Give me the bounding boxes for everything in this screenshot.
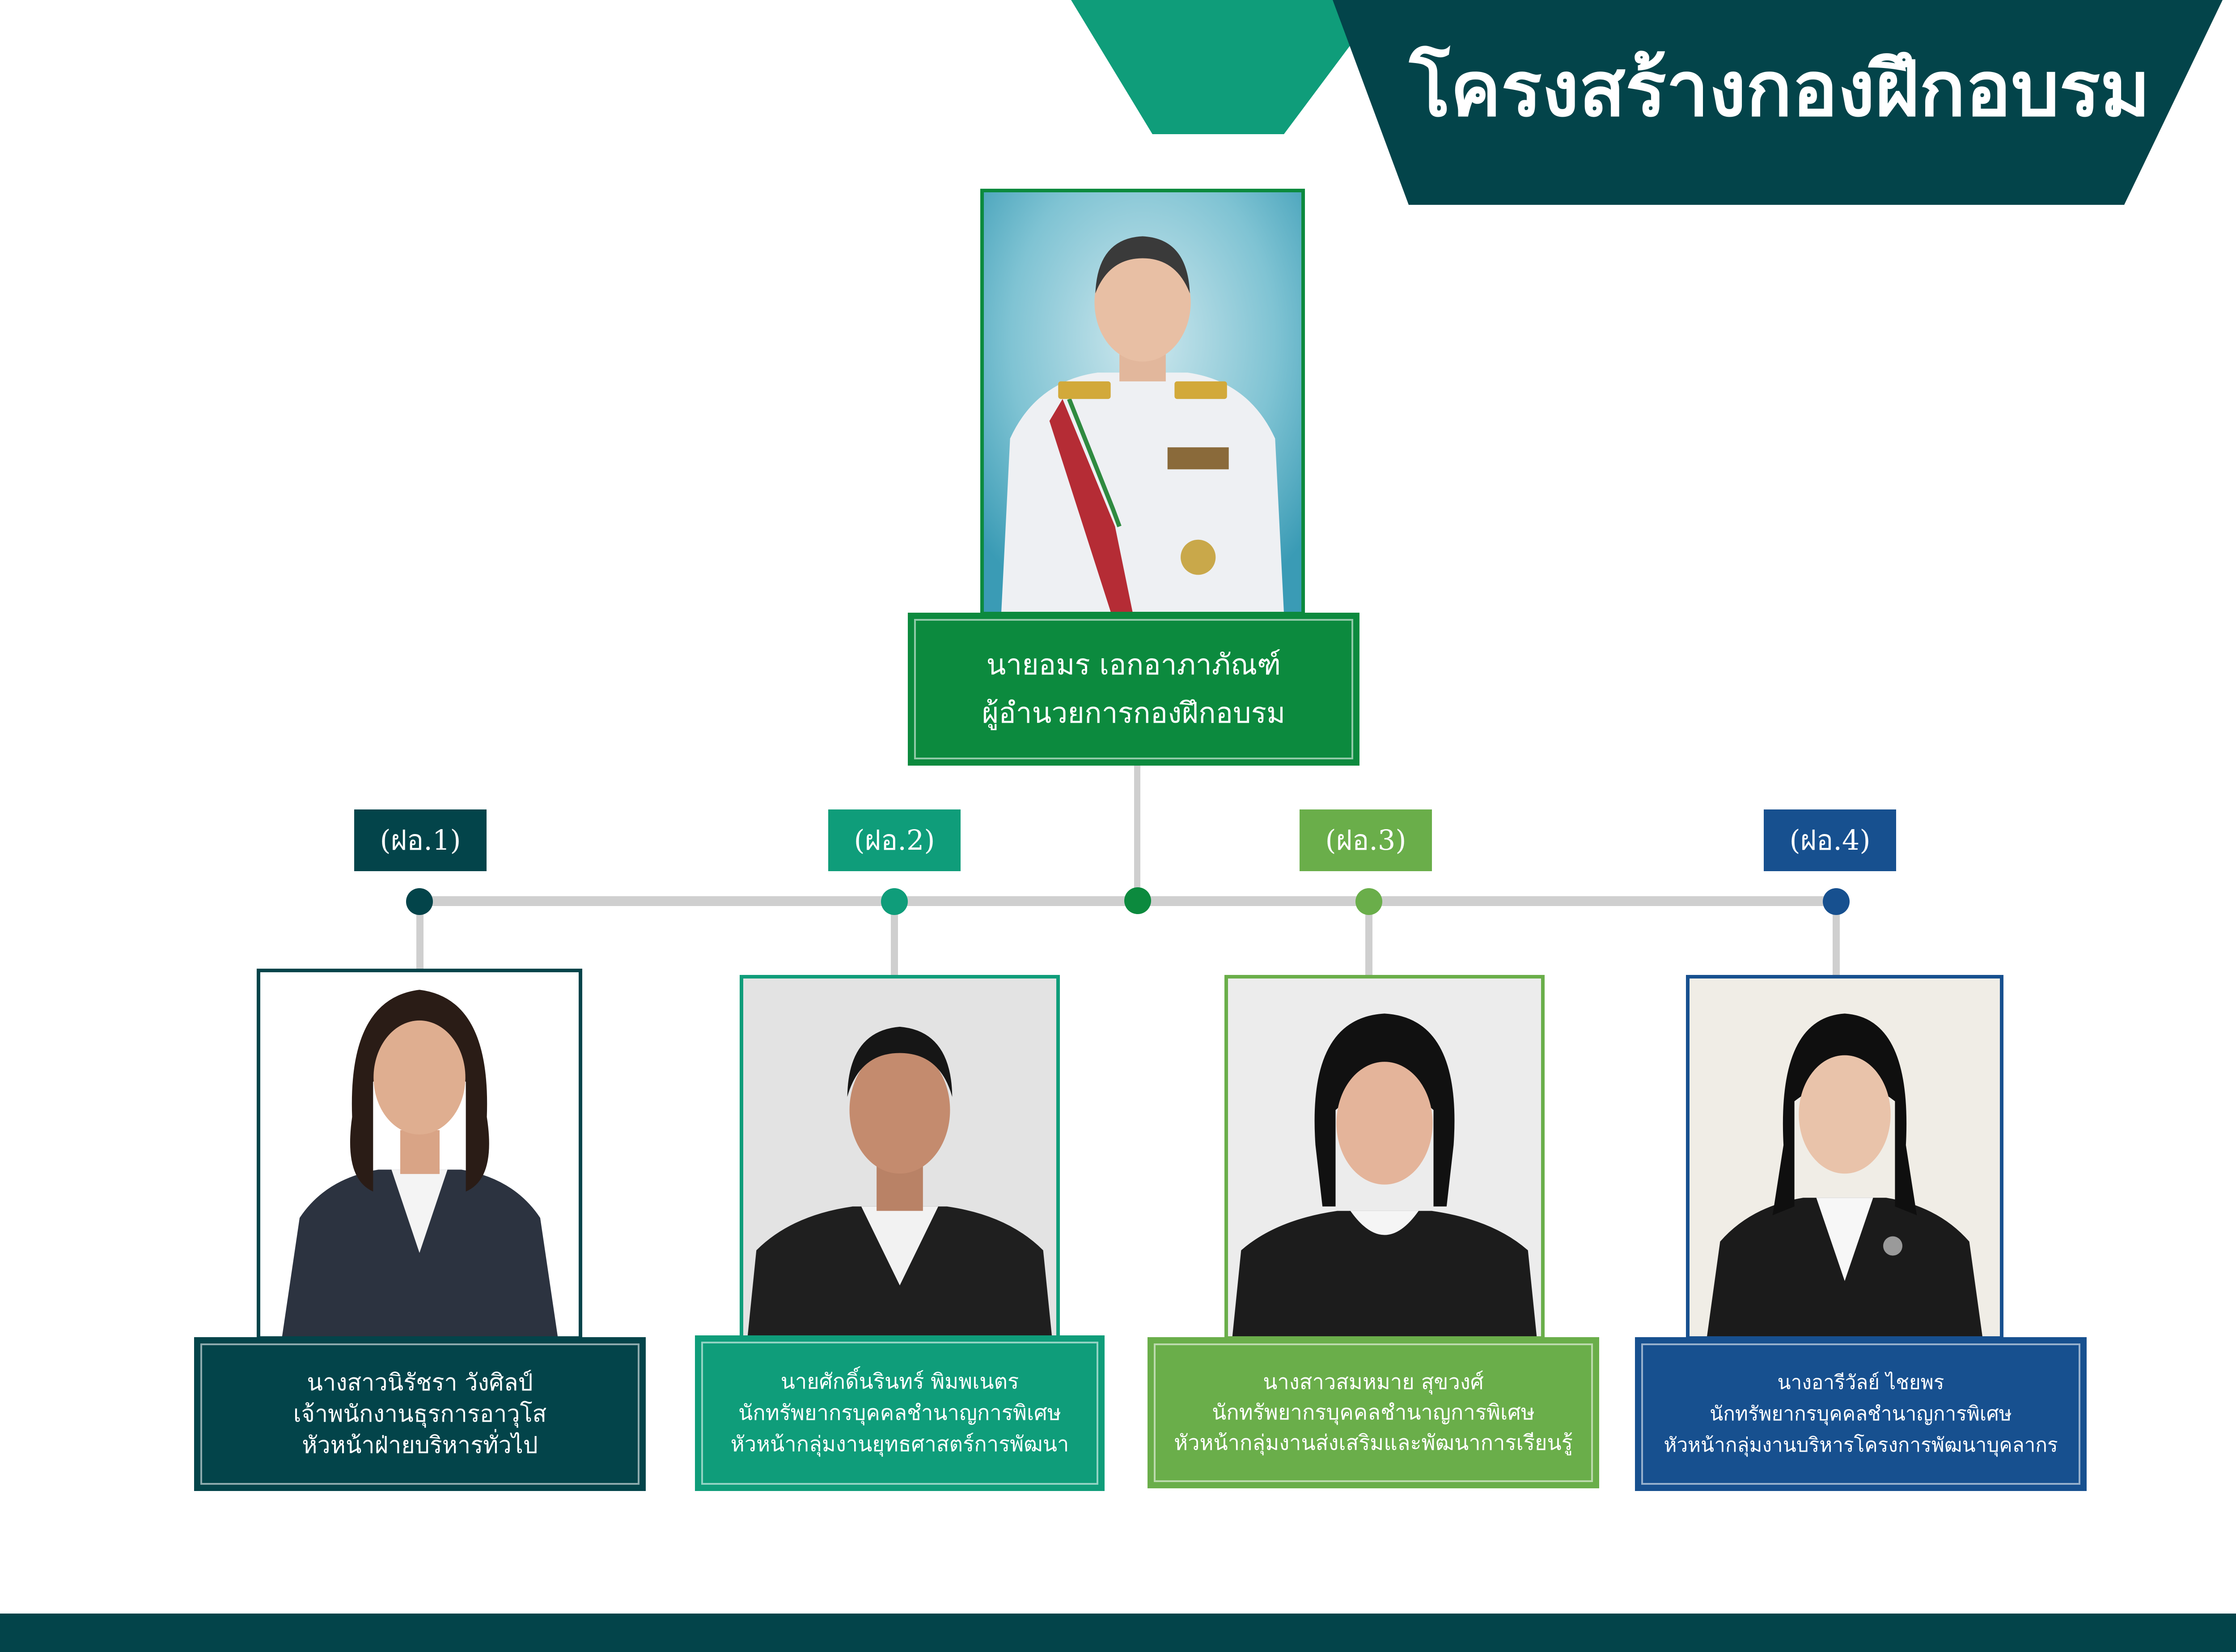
division-4-role: หัวหน้ากลุ่มงานบริหารโครงการพัฒนาบุคลากร [1664,1434,2058,1457]
director-name-box: นายอมร เอกอาภาภัณฑ์ ผู้อำนวยการกองฝึกอบร… [908,613,1359,766]
division-4-portrait-image [1690,978,2000,1336]
director-title: ผู้อำนวยการกองฝึกอบรม [982,697,1286,730]
connector-dot-2 [881,888,908,915]
division-3-person-name: นางสาวสมหมาย สุขวงศ์ [1263,1370,1484,1394]
division-4-position: นักทรัพยากรบุคคลชำนาญการพิเศษ [1710,1402,2012,1425]
division-3-photo [1224,975,1545,1340]
division-4-photo [1686,975,2003,1340]
division-2-portrait-image [743,978,1056,1336]
header-accent-shape [1071,0,1384,134]
division-tag-2: (ฝอ.2) [828,809,961,871]
division-3-portrait-image [1228,978,1541,1336]
division-tag-1: (ฝอ.1) [354,809,487,871]
division-1-role: หัวหน้าฝ่ายบริหารทั่วไป [302,1432,538,1459]
division-1-photo [257,969,582,1340]
director-name: นายอมร เอกอาภาภัณฑ์ [986,648,1281,682]
vertical-connector-4 [1833,901,1840,976]
director-photo [980,189,1305,615]
division-4-person-name: นางอารีวัลย์ ไชยพร [1777,1371,1944,1394]
footer-bar [0,1614,2236,1652]
division-1-portrait-image [260,972,579,1336]
vertical-connector-2 [891,901,898,976]
division-tag-3: (ฝอ.3) [1300,809,1432,871]
division-tag-4: (ฝอ.4) [1764,809,1896,871]
division-2-photo [740,975,1060,1340]
connector-dot-4 [1823,888,1850,915]
header-banner [1333,0,2223,205]
connector-dot-1 [406,888,433,915]
division-3-position: นักทรัพยากรบุคคลชำนาญการพิเศษ [1212,1400,1535,1425]
vertical-connector-director [1134,766,1140,901]
division-1-name-box: นางสาวนิรัชรา วังศิลป์ เจ้าพนักงานธุรการ… [194,1337,646,1491]
page-title: โครงสร้างกองฝึกอบรม [1409,45,2151,134]
division-4-name-box: นางอารีวัลย์ ไชยพร นักทรัพยากรบุคคลชำนาญ… [1635,1337,2087,1491]
connector-dot-3 [1355,888,1382,915]
division-1-position: เจ้าพนักงานธุรการอาวุโส [293,1401,547,1427]
connector-dot-center [1124,887,1151,914]
division-2-position: นักทรัพยากรบุคคลชำนาญการพิเศษ [738,1401,1061,1425]
division-2-person-name: นายศักดิ์นรินทร์ พิมพเนตร [780,1369,1019,1394]
vertical-connector-1 [416,901,423,970]
director-portrait-image [984,192,1301,612]
division-3-name-box: นางสาวสมหมาย สุขวงศ์ นักทรัพยากรบุคคลชำน… [1148,1337,1599,1488]
division-2-role: หัวหน้ากลุ่มงานยุทธศาสตร์การพัฒนา [730,1432,1069,1457]
division-3-role: หัวหน้ากลุ่มงานส่งเสริมและพัฒนาการเรียนร… [1174,1431,1573,1455]
division-1-person-name: นางสาวนิรัชรา วังศิลป์ [307,1369,533,1396]
division-2-name-box: นายศักดิ์นรินทร์ พิมพเนตร นักทรัพยากรบุค… [695,1335,1105,1491]
vertical-connector-3 [1365,901,1372,976]
